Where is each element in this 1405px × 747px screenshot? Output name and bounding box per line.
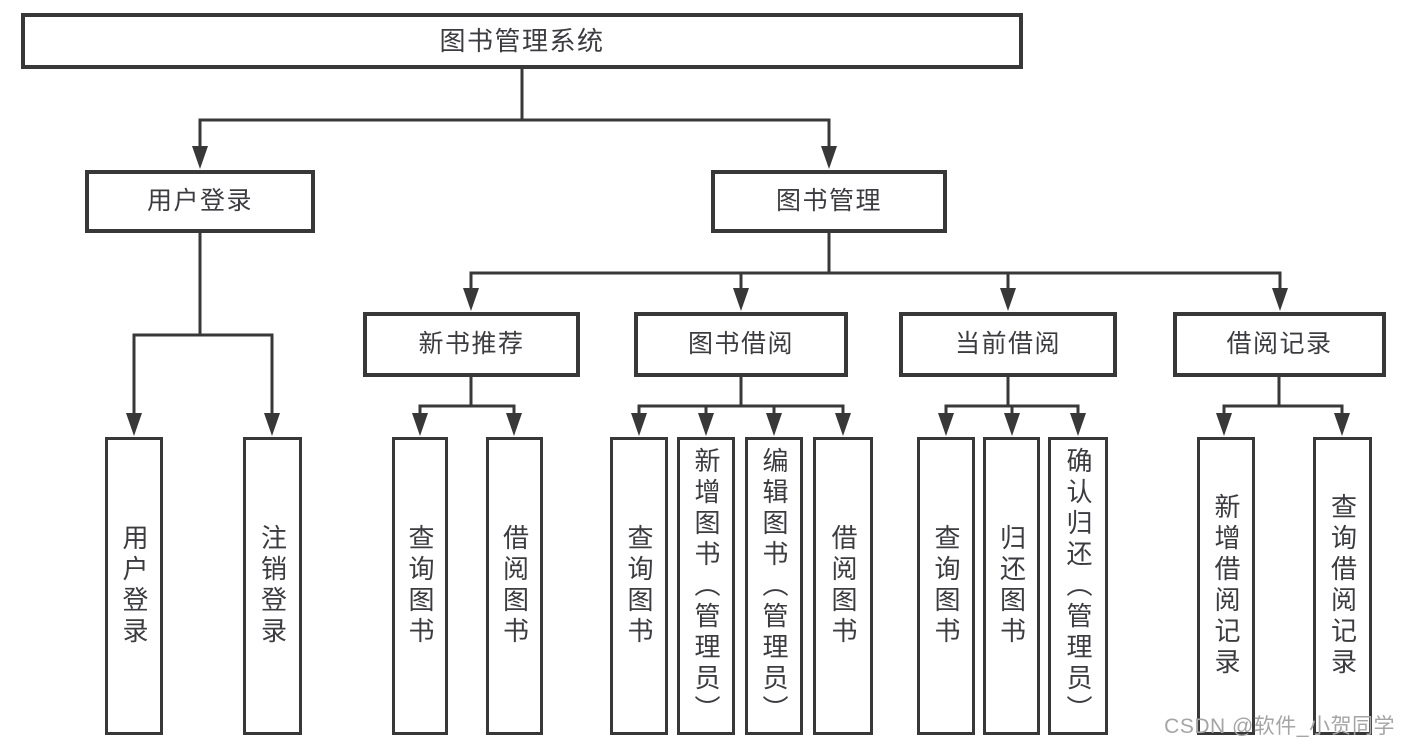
node-new-book-recommend: 新书推荐 [363, 312, 580, 377]
node-borrow-records: 借阅记录 [1173, 312, 1386, 377]
leaf-borrow-book: 借阅图书 [813, 437, 873, 735]
leaf-add-book-admin: 新增图书（管理员） [677, 437, 735, 735]
node-user-login: 用户登录 [85, 170, 315, 233]
arrowheads [126, 146, 1350, 436]
node-current-borrow: 当前借阅 [899, 312, 1117, 377]
leaf-add-borrow-record: 新增借阅记录 [1197, 437, 1255, 735]
node-book-management: 图书管理 [711, 170, 947, 233]
leaf-user-login: 用户登录 [105, 437, 163, 735]
leaf-query-book-current: 查询图书 [917, 437, 975, 735]
leaf-query-book-recommend: 查询图书 [392, 437, 448, 735]
leaf-logout: 注销登录 [243, 437, 302, 735]
leaf-query-borrow-record: 查询借阅记录 [1313, 437, 1372, 735]
leaf-return-book: 归还图书 [983, 437, 1040, 735]
leaf-edit-book-admin: 编辑图书（管理员） [745, 437, 803, 735]
leaf-confirm-return-admin: 确认归还（管理员） [1048, 437, 1108, 735]
node-book-borrow: 图书借阅 [634, 312, 848, 377]
node-library-management-system: 图书管理系统 [21, 13, 1023, 69]
leaf-borrow-book-recommend: 借阅图书 [486, 437, 543, 735]
leaf-query-book-borrow: 查询图书 [610, 437, 668, 735]
